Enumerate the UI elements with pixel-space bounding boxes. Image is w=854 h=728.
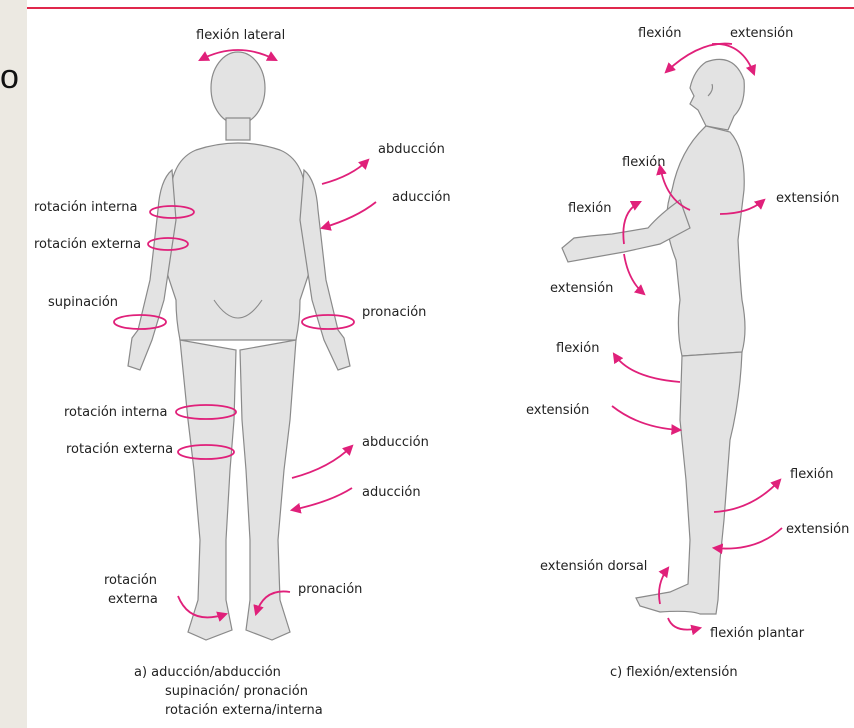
arrow-aduccion-arm <box>322 202 376 228</box>
label-flexion-head: flexión <box>638 26 681 41</box>
label-flexion-elbow: flexión <box>568 201 611 216</box>
arrow-extension-hip <box>612 406 680 430</box>
label-rotacion-interna-arm: rotación interna <box>34 200 137 215</box>
label-supinacion: supinación <box>48 295 118 310</box>
label-rotacion-externa-arm: rotación externa <box>34 237 141 252</box>
arrow-flexion-hip <box>614 354 680 382</box>
arrow-aduccion-leg <box>292 488 352 510</box>
arrow-extension-elbow <box>624 254 644 294</box>
label-rotacion-foot-2: externa <box>108 592 158 607</box>
label-extension-elbow: extensión <box>550 281 613 296</box>
label-extension-head: extensión <box>730 26 793 41</box>
label-flexion-plantar: flexión plantar <box>710 626 805 641</box>
label-extension-shoulder: extensión <box>776 191 839 206</box>
label-abduccion-arm: abducción <box>378 142 445 157</box>
label-rotacion-externa-leg: rotación externa <box>66 442 173 457</box>
caption-a-line1: a) aducción/abducción <box>134 665 281 680</box>
label-rotacion-interna-leg: rotación interna <box>64 405 167 420</box>
label-aduccion-arm: aducción <box>392 190 451 205</box>
side-body-figure <box>562 59 745 614</box>
side-caption: c) flexión/extensión <box>610 665 738 680</box>
label-extension-dorsal: extensión dorsal <box>540 559 647 574</box>
label-abduccion-leg: abducción <box>362 435 429 450</box>
arrow-flexion-plantar <box>668 618 700 630</box>
front-body-figure <box>128 52 350 640</box>
label-pronacion-foot: pronación <box>298 582 362 597</box>
front-head <box>211 52 265 124</box>
caption-c-line1: c) flexión/extensión <box>610 665 738 680</box>
label-pronacion-hand: pronación <box>362 305 426 320</box>
side-leg <box>636 352 742 614</box>
front-left-leg <box>180 340 236 640</box>
label-flexion-hip: flexión <box>556 341 599 356</box>
label-extension-knee: extensión <box>786 522 849 537</box>
arrow-abduccion-leg <box>292 446 352 478</box>
side-head <box>690 59 744 130</box>
label-extension-hip: extensión <box>526 403 589 418</box>
front-right-arm <box>300 170 350 370</box>
label-flexion-lateral: flexión lateral <box>196 28 285 43</box>
label-aduccion-leg: aducción <box>362 485 421 500</box>
front-neck <box>226 118 250 140</box>
arrow-abduccion-arm <box>322 160 368 184</box>
side-torso <box>667 126 745 356</box>
label-rotacion-foot-1: rotación <box>104 573 157 588</box>
caption-a-line2: supinación/ pronación <box>165 684 308 699</box>
front-caption: a) aducción/abducción supinación/ pronac… <box>134 665 323 718</box>
label-flexion-knee: flexión <box>790 467 833 482</box>
caption-a-line3: rotación externa/interna <box>165 703 323 718</box>
label-flexion-shoulder: flexión <box>622 155 665 170</box>
arrow-extension-knee <box>714 528 782 549</box>
